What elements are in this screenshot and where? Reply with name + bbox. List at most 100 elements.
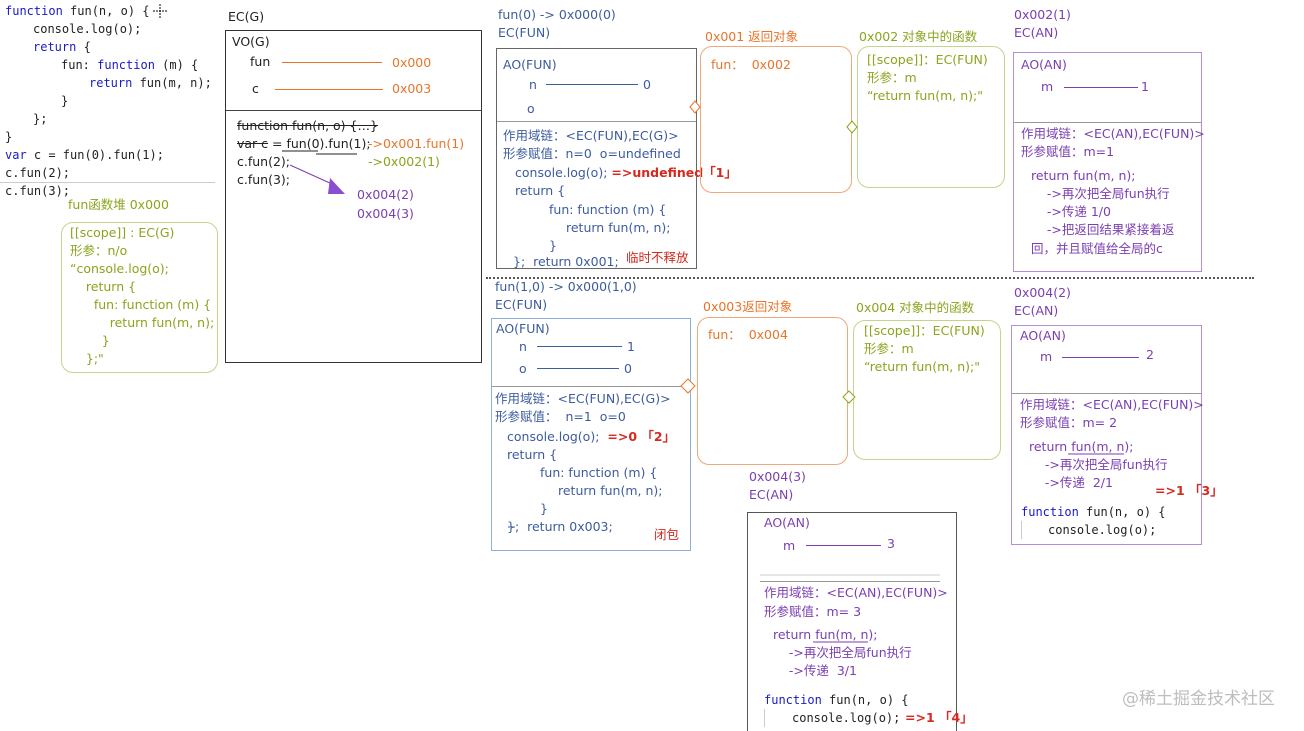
ec-heading: fun(0) -> 0x000(0) xyxy=(498,7,616,22)
arrow-line xyxy=(289,164,333,185)
divider xyxy=(0,182,215,183)
ec-heading: EC(FUN) xyxy=(498,25,551,40)
pointer-line xyxy=(275,89,383,90)
ec-heading: EC(FUN) xyxy=(495,297,548,312)
code-text: console.log(o); xyxy=(515,165,608,180)
ec-global-box xyxy=(225,30,482,363)
heap-content: fun： 0x004 xyxy=(708,327,788,342)
log-line: console.log(o); =>0 「2」 xyxy=(507,428,675,446)
code-text: fun(n, o) { xyxy=(821,693,909,707)
divider xyxy=(1014,122,1201,123)
result: =>1 「4」 xyxy=(905,710,973,725)
code-line: var c = fun(0).fun(1); xyxy=(237,135,371,153)
pointer-line xyxy=(1064,87,1138,88)
code-line: return fun(m, n); xyxy=(1029,439,1134,454)
code-line: return fun(m, n); xyxy=(558,483,663,498)
heap-box xyxy=(853,320,1001,460)
divider xyxy=(1012,393,1201,394)
code-line: ->再次把全局fun执行 xyxy=(1029,457,1168,472)
code-text: (m) { xyxy=(154,58,199,72)
ec-box xyxy=(496,48,697,269)
code-keyword: return xyxy=(89,76,133,90)
code-line: return fun(m, n); xyxy=(773,627,878,642)
annotation: ->0x002(1) xyxy=(368,154,440,169)
pointer-line xyxy=(546,84,638,85)
ec-heading: EC(AN) xyxy=(749,487,794,502)
heap-content: fun： 0x002 xyxy=(711,57,791,72)
connector-diamond-icon xyxy=(689,100,701,114)
ec-heading: 0x002(1) xyxy=(1014,7,1071,22)
heap-line: };" xyxy=(70,351,104,366)
divider xyxy=(760,581,940,582)
watermark: @稀土掘金技术社区 xyxy=(1122,689,1275,709)
var-label: o xyxy=(519,361,527,376)
ao-title: AO(AN) xyxy=(1020,328,1066,343)
var-label: n xyxy=(529,77,537,92)
code-line: return fun(m, n); xyxy=(566,220,671,235)
code-line: fun: function (m) { xyxy=(61,56,198,74)
code-line: ->再次把全局fun执行 xyxy=(1031,186,1170,201)
code-line: console.log(o); xyxy=(792,711,901,725)
code-line: return fun(m, n); xyxy=(89,74,212,92)
heap-line: } xyxy=(70,333,110,348)
heap-line: 形参：m xyxy=(864,341,914,356)
heap-line: return { xyxy=(70,279,137,294)
scope-chain: 作用域链：<EC(AN),EC(FUN)> xyxy=(764,585,948,600)
code-text: console.log(o); xyxy=(507,429,600,444)
code-line: c.fun(2); xyxy=(5,166,71,180)
param-assign: 形参赋值：m= 3 xyxy=(764,604,862,619)
annotation: ->0x001.fun(1) xyxy=(368,136,465,151)
var-value: 1 xyxy=(1141,79,1149,94)
ec-heading: EC(AN) xyxy=(1014,303,1059,318)
code-keyword: function xyxy=(89,58,155,72)
heap-title: 0x003返回对象 xyxy=(703,299,793,314)
heap-line: [[scope]]：EC(FUN) xyxy=(864,323,985,338)
code-keyword: function xyxy=(5,4,63,18)
indent-guide xyxy=(764,709,765,727)
code-line: ->传递 1/0 xyxy=(1031,204,1111,219)
heap-box xyxy=(857,46,1005,188)
cursor-crosshair-icon xyxy=(153,4,167,18)
heap-box xyxy=(697,317,848,465)
var-value: 2 xyxy=(1146,347,1154,362)
connector-diamond-icon xyxy=(846,120,858,134)
code-line: console.log(o); xyxy=(1048,523,1157,537)
code-line: }; return 0x001; xyxy=(513,254,619,269)
heap-title: fun函数堆 0x000 xyxy=(68,197,169,212)
param-assign: 形参赋值：m=1 xyxy=(1021,144,1115,159)
var-label: m xyxy=(1041,79,1054,94)
ec-heading: EC(AN) xyxy=(1014,25,1059,40)
code-line: var c = fun(0).fun(1); xyxy=(5,146,164,164)
code-line: ->传递 2/1 xyxy=(1029,475,1113,490)
code-line: fun: function (m) { xyxy=(540,465,658,480)
divider xyxy=(497,121,696,122)
code-text: c = fun(0).fun(1); xyxy=(26,148,164,162)
code-line: } xyxy=(540,501,548,516)
ao-title: AO(FUN) xyxy=(496,321,550,336)
connector-diamond-icon xyxy=(842,390,856,404)
heap-title: 0x004 对象中的函数 xyxy=(856,300,975,315)
heap-line: [[scope]]：EC(FUN) xyxy=(867,52,988,67)
annotation: 0x004(3) xyxy=(357,206,414,221)
ec-heading: 0x004(2) xyxy=(1014,285,1071,300)
heap-line: 形参：n/o xyxy=(70,243,128,258)
arrow-head-icon xyxy=(328,178,345,194)
divider xyxy=(226,110,481,111)
code-line: c.fun(2); xyxy=(237,154,291,169)
heap-title: 0x001 返回对象 xyxy=(705,29,799,44)
scope-chain: 作用域链：<EC(AN),EC(FUN)> xyxy=(1020,397,1204,412)
heap-line: “return fun(m, n);" xyxy=(867,88,983,103)
code-text: var c xyxy=(237,136,269,151)
code-line: 回，并且赋值给全局的c xyxy=(1031,241,1163,256)
code-text: fun: xyxy=(61,58,90,72)
result: =>0 「2」 xyxy=(607,429,676,444)
code-text: fun(n, o) { xyxy=(1078,505,1166,519)
code-keyword: function xyxy=(764,693,822,707)
pointer-line xyxy=(806,545,881,546)
ao-title: AO(AN) xyxy=(764,515,810,530)
ec-box xyxy=(1013,52,1202,272)
section-separator xyxy=(486,277,1254,279)
heap-box xyxy=(700,46,852,193)
code-line: ->把返回结果紧接着返 xyxy=(1031,222,1175,237)
